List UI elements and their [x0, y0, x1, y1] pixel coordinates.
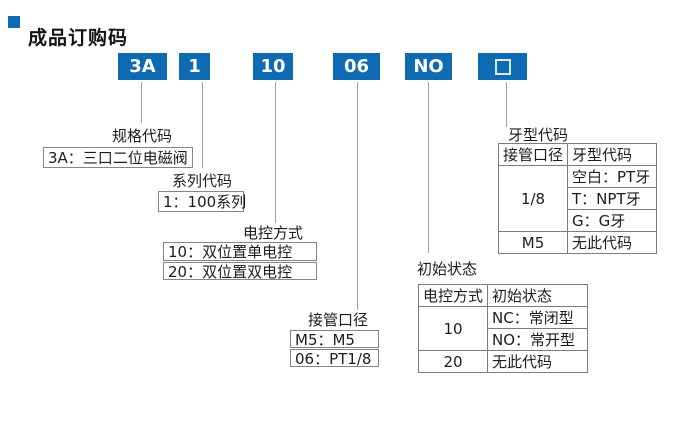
table-row: 电控方式 初始状态: [417, 284, 589, 307]
port-size-option-2: 06：PT1/8: [290, 349, 379, 368]
connector-line-port: [357, 82, 358, 310]
title-bullet-icon: [8, 16, 20, 28]
thread-option-npt: T：NPT牙: [567, 187, 658, 210]
code-box-series: 1: [179, 53, 210, 80]
thread-port-m5: M5: [497, 231, 569, 254]
control-mode-option-1: 10：双位置单电控: [163, 242, 317, 261]
port-size-label: 接管口径: [308, 311, 369, 329]
code-box-spec: 3A: [118, 53, 167, 80]
thread-code-table: 接管口径 牙型代码 1/8 空白：PT牙 T：NPT牙 G：G牙 M5 无此代码: [497, 143, 658, 254]
initial-state-none: 无此代码: [487, 350, 589, 373]
connector-line-spec: [141, 82, 142, 123]
connector-line-series: [202, 82, 203, 168]
table-row: NO：常开型: [419, 328, 589, 351]
port-size-option-1: M5：M5: [290, 330, 379, 349]
series-code-label: 系列代码: [172, 172, 233, 190]
initial-state-col2-header: 初始状态: [487, 284, 589, 307]
code-box-series-label: 1: [188, 56, 201, 77]
thread-code-label: 牙型代码: [508, 126, 569, 144]
spec-code-label: 规格代码: [112, 127, 173, 145]
control-mode-option-2: 20：双位置双电控: [163, 262, 317, 281]
spec-code-value: 3A：三口二位电磁阀: [43, 147, 193, 168]
table-row: 接管口径 牙型代码: [497, 143, 658, 166]
page-title: 成品订购码: [28, 26, 129, 49]
initial-state-col1-header: 电控方式: [417, 284, 489, 307]
table-row: M5 无此代码: [497, 231, 658, 254]
code-box-initial-state: NO: [405, 53, 452, 80]
code-box-control-label: 10: [260, 56, 286, 77]
thread-port-1-8: 1/8: [497, 165, 569, 232]
code-box-control: 10: [253, 53, 293, 80]
series-code-value: 1：100系列: [158, 191, 246, 212]
initial-state-no: NO：常开型: [487, 328, 589, 351]
connector-line-thread: [506, 82, 507, 127]
blank-square-icon: [494, 58, 511, 75]
code-box-initial-state-label: NO: [413, 56, 444, 77]
table-row: 10 NC：常闭型: [417, 306, 589, 351]
thread-col1-header: 接管口径: [497, 143, 569, 166]
thread-option-none: 无此代码: [567, 231, 658, 254]
connector-line-control: [275, 82, 276, 223]
code-box-thread: [478, 53, 527, 80]
table-row: 1/8 空白：PT牙: [497, 165, 658, 232]
initial-state-code-10: 10: [417, 306, 489, 351]
table-row: 20 无此代码: [417, 350, 589, 373]
thread-option-pt: 空白：PT牙: [567, 165, 658, 188]
initial-state-nc: NC：常闭型: [487, 306, 589, 329]
thread-option-g: G：G牙: [567, 209, 658, 232]
initial-state-table: 电控方式 初始状态 10 NC：常闭型 NO：常开型 20 无此代码: [417, 284, 589, 373]
initial-state-label: 初始状态: [417, 260, 478, 278]
code-box-port-label: 06: [343, 56, 370, 77]
code-box-port: 06: [333, 53, 380, 80]
initial-state-code-20: 20: [417, 350, 489, 373]
connector-line-initial-state: [428, 82, 429, 253]
control-mode-label: 电控方式: [243, 224, 304, 242]
thread-col2-header: 牙型代码: [567, 143, 658, 166]
code-box-spec-label: 3A: [129, 56, 156, 77]
